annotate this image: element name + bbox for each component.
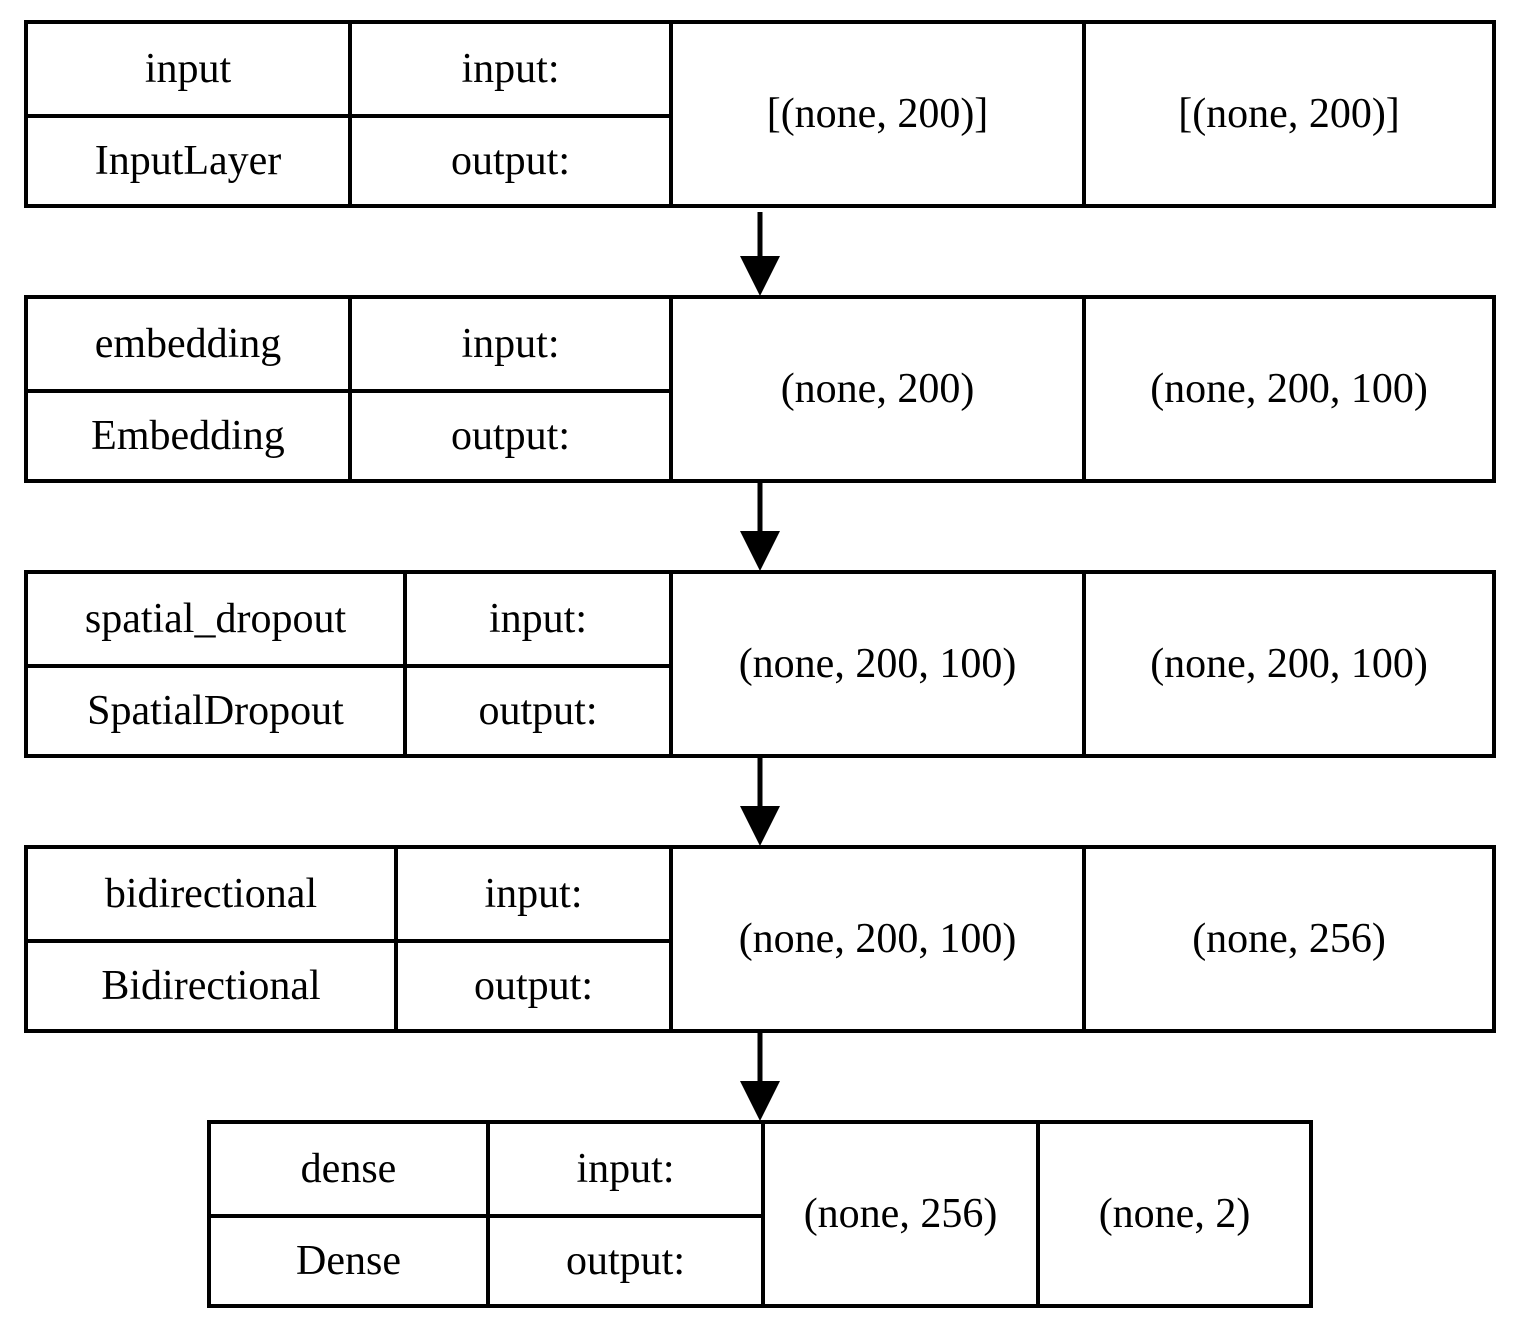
edge-embedding-to-spatial-dropout xyxy=(740,483,780,571)
output-shape: [(none, 200)] xyxy=(1178,91,1400,137)
divider xyxy=(28,389,669,393)
layer-node-bidirectional: bidirectional Bidirectional input: outpu… xyxy=(24,845,1496,1033)
divider xyxy=(1082,299,1086,479)
divider xyxy=(669,24,673,204)
layer-node-embedding: embedding Embedding input: output: (none… xyxy=(24,295,1496,483)
input-shape: (none, 200, 100) xyxy=(738,916,1017,962)
output-label: output: xyxy=(450,138,570,184)
output-shape: (none, 256) xyxy=(1192,916,1386,962)
output-shape: (none, 200, 100) xyxy=(1150,366,1428,412)
edge-input-to-embedding xyxy=(740,212,780,296)
layer-name: embedding xyxy=(94,321,282,367)
input-shape: (none, 200, 100) xyxy=(738,641,1017,687)
input-label: input: xyxy=(576,1146,675,1192)
divider xyxy=(761,1124,765,1304)
divider xyxy=(1036,1124,1040,1304)
layer-type: Bidirectional xyxy=(101,963,321,1009)
divider xyxy=(28,664,669,668)
layer-type: InputLayer xyxy=(94,138,282,184)
input-label: input: xyxy=(461,46,560,92)
divider xyxy=(1082,574,1086,754)
input-label: input: xyxy=(461,321,560,367)
output-shape: (none, 2) xyxy=(1098,1191,1251,1237)
input-shape: [(none, 200)] xyxy=(766,91,989,137)
layer-node-dense: dense Dense input: output: (none, 256) (… xyxy=(207,1120,1313,1308)
layer-name: spatial_dropout xyxy=(84,596,347,642)
output-label: output: xyxy=(478,688,598,734)
output-label: output: xyxy=(450,413,570,459)
divider xyxy=(669,299,673,479)
layer-node-spatial-dropout: spatial_dropout SpatialDropout input: ou… xyxy=(24,570,1496,758)
divider xyxy=(1082,849,1086,1029)
layer-type: Embedding xyxy=(91,413,285,459)
layer-type: Dense xyxy=(296,1238,401,1284)
input-shape: (none, 200) xyxy=(780,366,975,412)
divider xyxy=(211,1214,761,1218)
input-label: input: xyxy=(488,596,587,642)
divider xyxy=(669,849,673,1029)
output-shape: (none, 200, 100) xyxy=(1150,641,1428,687)
layer-name: input xyxy=(144,46,232,92)
divider xyxy=(28,939,669,943)
layer-type: SpatialDropout xyxy=(87,688,344,734)
divider xyxy=(28,114,669,118)
edge-spatial-dropout-to-bidirectional xyxy=(740,758,780,846)
divider xyxy=(1082,24,1086,204)
divider xyxy=(669,574,673,754)
layer-name: bidirectional xyxy=(104,871,318,917)
input-shape: (none, 256) xyxy=(803,1191,998,1237)
layer-node-input: input InputLayer input: output: [(none, … xyxy=(24,20,1496,208)
input-label: input: xyxy=(484,871,583,917)
edge-bidirectional-to-dense xyxy=(740,1033,780,1121)
output-label: output: xyxy=(565,1238,685,1284)
output-label: output: xyxy=(473,963,593,1009)
layer-name: dense xyxy=(300,1146,397,1192)
